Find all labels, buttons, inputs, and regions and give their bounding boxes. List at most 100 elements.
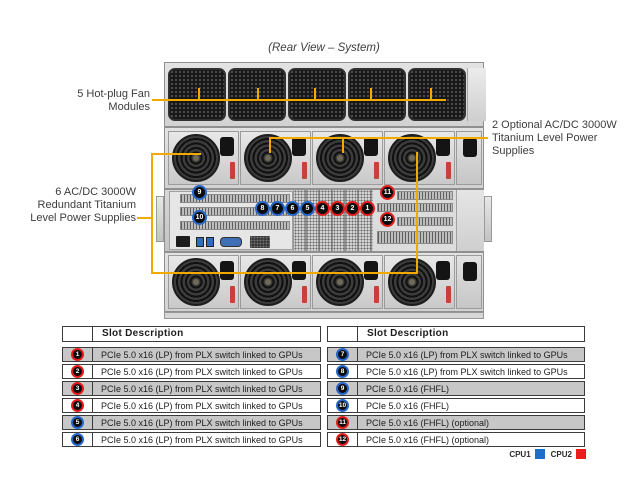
motherboard-io-panel (169, 191, 293, 250)
table-row: 11 PCIe 5.0 x16 (FHFL) (optional) (327, 415, 585, 430)
slot-description-cell: PCIe 5.0 x16 (LP) from PLX switch linked… (366, 366, 568, 377)
slot-number-cell: 2 (63, 365, 93, 378)
slot-table-header: Slot Description (62, 326, 321, 342)
redundant-psu-bracket-top (151, 153, 201, 155)
diagram-callout-7: 7 (270, 201, 285, 216)
psu-fan (244, 258, 292, 306)
psu-release-tab (230, 286, 235, 303)
diagram-callout-5: 5 (300, 201, 315, 216)
optional-psu-label-line1: 2 Optional AC/DC 3000W (492, 119, 617, 131)
fan-modules-label: 5 Hot-plug Fan Modules (40, 88, 150, 114)
optional-psu-callout-tick (342, 139, 344, 153)
fan-callout-tick (257, 88, 259, 101)
diagram-callout-10: 10 (192, 210, 207, 225)
slot-badge: 12 (336, 433, 349, 446)
redundant-psu-label: 6 AC/DC 3000W Redundant Titanium Level P… (6, 186, 136, 225)
psu-module (168, 131, 239, 185)
redundant-psu-bracket-bottom (151, 272, 418, 274)
ac-inlet (463, 138, 477, 157)
slot-badge: 3 (71, 382, 84, 395)
psu4-callout-vertical (416, 152, 418, 274)
ac-inlet (292, 137, 306, 156)
slot-number-column-header (63, 327, 93, 341)
ac-inlet (220, 261, 234, 280)
pcie-slot-opening (397, 191, 453, 200)
slot-table-header: Slot Description (327, 326, 585, 342)
vent-mesh (250, 236, 270, 248)
fan-row (164, 62, 486, 127)
redundant-psu-label-line2: Redundant Titanium (37, 199, 136, 211)
fan-module (288, 68, 346, 121)
pcie-slot-opening (180, 221, 290, 230)
slot-description-cell: PCIe 5.0 x16 (LP) from PLX switch linked… (101, 366, 303, 377)
cpu2-legend-label: CPU2 (550, 449, 572, 459)
slot-badge: 4 (71, 399, 84, 412)
usb-port (206, 237, 214, 247)
slot-description-cell: PCIe 5.0 x16 (FHFL) (366, 383, 450, 394)
ac-inlet (364, 261, 378, 280)
psu-release-tab (446, 162, 451, 179)
slot-description-cell: PCIe 5.0 x16 (LP) from PLX switch linked… (101, 434, 303, 445)
optional-psu-callout-line (269, 137, 488, 139)
io-row (164, 189, 484, 252)
psu-fan (244, 134, 292, 182)
psu-row-bottom (164, 252, 484, 312)
slot-number-cell: 11 (328, 416, 358, 429)
fan-modules-label-line2: Modules (108, 101, 150, 113)
redundant-psu-label-line1: 6 AC/DC 3000W (55, 186, 136, 198)
diagram-callout-12: 12 (380, 212, 395, 227)
slot-description-cell: PCIe 5.0 x16 (LP) from PLX switch linked… (101, 400, 303, 411)
pcie-slot-opening (397, 217, 453, 226)
slot-number-column-header (328, 327, 358, 341)
diagram-title: (Rear View – System) (268, 42, 380, 54)
ac-inlet (436, 261, 450, 280)
rear-io-ports (176, 235, 288, 248)
cpu-legend: CPU1 CPU2 (420, 449, 586, 459)
diagram-callout-4: 4 (315, 201, 330, 216)
redundant-psu-label-connector (137, 217, 151, 219)
slot-badge: 5 (71, 416, 84, 429)
table-row: 4 PCIe 5.0 x16 (LP) from PLX switch linke… (62, 398, 321, 413)
psu-bay-endcap (456, 255, 482, 309)
diagram-callout-1: 1 (360, 201, 375, 216)
fan-callout-line (152, 99, 446, 101)
slot-description-column-header: Slot Description (367, 328, 449, 339)
diagram-callout-6: 6 (285, 201, 300, 216)
vent-strip (377, 231, 453, 244)
fan-module (408, 68, 466, 121)
fan-callout-tick (314, 88, 316, 101)
psu-module (312, 131, 383, 185)
psu-release-tab (302, 286, 307, 303)
ac-inlet (220, 137, 234, 156)
fan-module (168, 68, 226, 121)
slot-number-cell: 5 (63, 416, 93, 429)
optional-psu-label-line3: Supplies (492, 145, 535, 157)
ac-inlet (463, 262, 477, 281)
psu-release-tab (446, 286, 451, 303)
slot-number-cell: 8 (328, 365, 358, 378)
diagram-callout-8: 8 (255, 201, 270, 216)
slot-badge: 6 (71, 433, 84, 446)
slot-number-cell: 1 (63, 348, 93, 361)
cpu1-color-swatch (534, 449, 545, 459)
psu-fan (172, 258, 220, 306)
psu-module (168, 255, 239, 309)
slot-badge: 2 (71, 365, 84, 378)
slot-description-cell: PCIe 5.0 x16 (FHFL) (optional) (366, 417, 490, 428)
slot-badge: 10 (336, 399, 349, 412)
ac-inlet (436, 137, 450, 156)
pcie-slot-opening (377, 203, 453, 212)
slot-description-cell: PCIe 5.0 x16 (LP) from PLX switch linked… (101, 417, 303, 428)
diagram-callout-2: 2 (345, 201, 360, 216)
slot-number-cell: 12 (328, 433, 358, 446)
psu-fan (172, 134, 220, 182)
psu-module (240, 131, 311, 185)
diagram-callout-11: 11 (380, 185, 395, 200)
psu-fan (316, 258, 364, 306)
